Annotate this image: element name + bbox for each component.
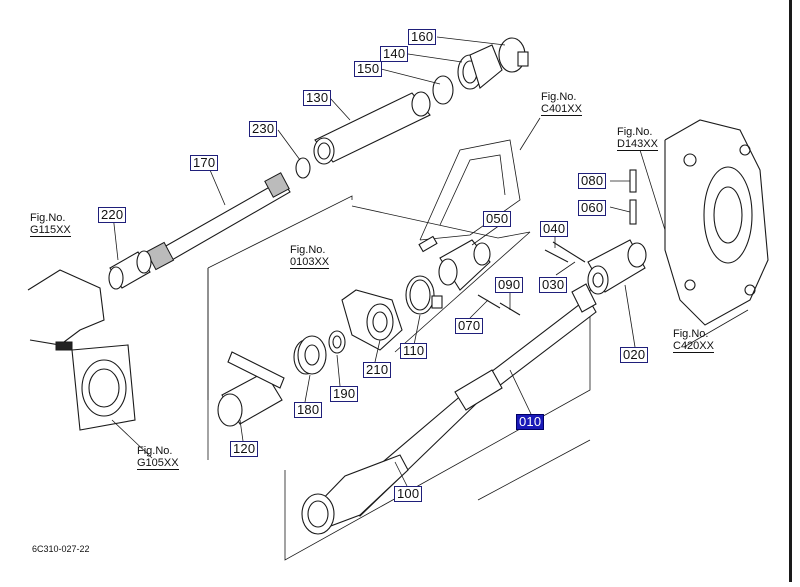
figref-c401-label: Fig.No. <box>541 91 577 103</box>
parts-140-150-160-clamps <box>432 37 529 105</box>
figref-g115-label: Fig.No. <box>30 212 66 224</box>
callout-220[interactable]: 220 <box>98 207 127 223</box>
figref-d143[interactable]: Fig.No. D143XX <box>617 126 658 151</box>
drawing-code: 6C310-027-22 <box>32 544 90 554</box>
callout-180[interactable]: 180 <box>294 402 323 418</box>
part-110-clamp <box>405 275 443 315</box>
part-190-seal <box>328 330 346 354</box>
callout-050[interactable]: 050 <box>483 211 512 227</box>
group-outline-lines <box>207 195 641 561</box>
figref-c420-code: C420XX <box>673 340 714 353</box>
parts-070-090-pins <box>477 294 521 316</box>
figref-g105[interactable]: Fig.No. G105XX <box>137 445 179 470</box>
axle-housing-sketch <box>664 119 769 326</box>
transmission-housing-sketch <box>419 117 541 241</box>
callout-020[interactable]: 020 <box>620 347 649 363</box>
part-210-bracket <box>341 289 403 351</box>
figref-c420[interactable]: Fig.No. C420XX <box>673 328 714 353</box>
figref-c401-code: C401XX <box>541 103 582 116</box>
callout-110[interactable]: 110 <box>400 343 428 359</box>
callout-080[interactable]: 080 <box>578 173 607 189</box>
callout-040[interactable]: 040 <box>540 221 569 237</box>
figref-c401[interactable]: Fig.No. C401XX <box>541 91 582 116</box>
figref-0103-code: 0103XX <box>290 256 330 269</box>
parts-030-040-pins <box>544 241 586 263</box>
part-130-tube <box>313 91 431 165</box>
figref-0103-label: Fig.No. <box>290 244 326 256</box>
callout-150[interactable]: 150 <box>354 61 383 77</box>
callout-140[interactable]: 140 <box>380 46 409 62</box>
part-170-shaft <box>145 172 291 271</box>
part-180-bearing <box>293 335 327 375</box>
parts-060-080-pins <box>629 169 637 225</box>
figref-c420-label: Fig.No. <box>673 328 709 340</box>
part-010-shaft <box>301 283 597 535</box>
callout-190[interactable]: 190 <box>330 386 359 402</box>
figref-d143-label: Fig.No. <box>617 126 653 138</box>
callout-230[interactable]: 230 <box>249 121 278 137</box>
callout-210[interactable]: 210 <box>363 362 392 378</box>
callout-070[interactable]: 070 <box>455 318 484 334</box>
callout-090[interactable]: 090 <box>495 277 524 293</box>
callout-170[interactable]: 170 <box>190 155 219 171</box>
part-120-sleeve <box>217 351 285 427</box>
callout-010-selected[interactable]: 010 <box>516 414 545 430</box>
part-050-universal-joint <box>418 235 491 291</box>
figref-g115[interactable]: Fig.No. G115XX <box>30 212 71 237</box>
callout-100[interactable]: 100 <box>394 486 423 502</box>
figref-g115-code: G115XX <box>30 224 71 237</box>
part-220-sleeve <box>108 250 152 290</box>
right-scrollbar-edge <box>789 0 792 582</box>
callout-060[interactable]: 060 <box>578 200 607 216</box>
part-020-universal-joint <box>587 239 647 295</box>
front-axle-housing-sketch <box>27 269 136 431</box>
callout-120[interactable]: 120 <box>230 441 259 457</box>
figref-g105-code: G105XX <box>137 457 179 470</box>
callout-130[interactable]: 130 <box>303 90 332 106</box>
part-230-oring <box>295 157 311 179</box>
callout-030[interactable]: 030 <box>539 277 568 293</box>
figref-0103[interactable]: Fig.No. 0103XX <box>290 244 330 269</box>
figref-g105-label: Fig.No. <box>137 445 173 457</box>
callout-leader-lines <box>111 36 749 487</box>
callout-160[interactable]: 160 <box>408 29 437 45</box>
figref-d143-code: D143XX <box>617 138 658 151</box>
